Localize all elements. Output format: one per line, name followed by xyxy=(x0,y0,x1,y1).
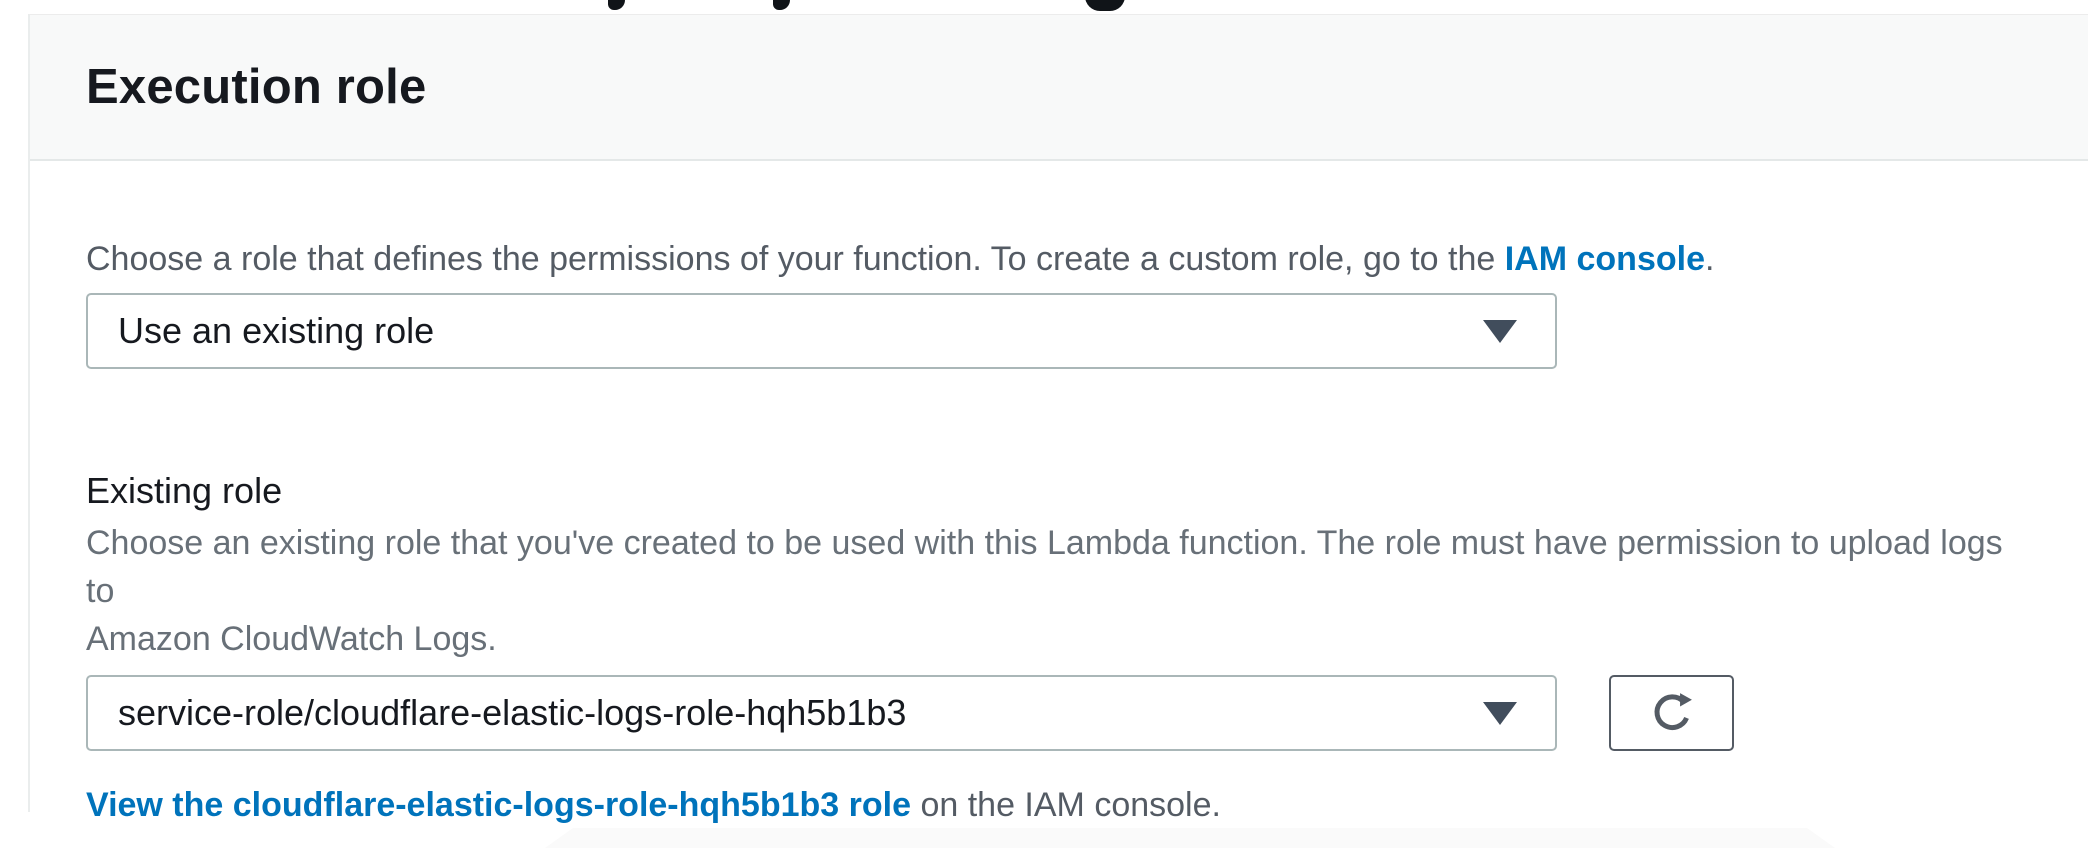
existing-role-selected-value: service-role/cloudflare-elastic-logs-rol… xyxy=(118,692,907,733)
role-source-description-text: Choose a role that defines the permissio… xyxy=(86,240,1505,278)
existing-role-field: Existing role Choose an existing role th… xyxy=(86,469,2013,829)
view-role-link[interactable]: View the cloudflare-elastic-logs-role-hq… xyxy=(86,786,911,824)
clipped-glyph xyxy=(1085,0,1125,11)
existing-role-select-row: service-role/cloudflare-elastic-logs-rol… xyxy=(86,675,2013,751)
refresh-roles-button[interactable] xyxy=(1609,675,1734,751)
dropdown-arrow-icon xyxy=(1483,319,1517,343)
next-card-top-edge xyxy=(545,828,1835,848)
role-source-select[interactable]: Use an existing role xyxy=(86,293,1557,369)
existing-role-help-line2: Amazon CloudWatch Logs. xyxy=(86,620,497,658)
role-source-description: Choose a role that defines the permissio… xyxy=(86,235,2013,283)
dropdown-arrow-icon xyxy=(1483,701,1517,725)
iam-console-link[interactable]: IAM console xyxy=(1504,240,1705,278)
view-role-suffix: on the IAM console. xyxy=(911,786,1221,824)
page-title: Execution role xyxy=(86,60,427,114)
refresh-icon xyxy=(1649,690,1695,736)
panel-body: Choose a role that defines the permissio… xyxy=(30,161,2088,829)
panel-header: Execution role xyxy=(30,15,2088,161)
execution-role-panel: Execution role Choose a role that define… xyxy=(28,14,2088,824)
existing-role-label: Existing role xyxy=(86,470,283,511)
view-role-line: View the cloudflare-elastic-logs-role-hq… xyxy=(86,781,2013,829)
existing-role-help: Choose an existing role that you've crea… xyxy=(86,519,2013,663)
clipped-text-fragments xyxy=(0,0,2088,13)
clipped-glyph xyxy=(608,0,625,10)
existing-role-select[interactable]: service-role/cloudflare-elastic-logs-rol… xyxy=(86,675,1557,751)
role-source-selected-value: Use an existing role xyxy=(118,310,435,351)
role-source-description-period: . xyxy=(1704,240,1715,278)
clipped-glyph xyxy=(773,0,790,10)
existing-role-help-line1: Choose an existing role that you've crea… xyxy=(86,524,2003,610)
